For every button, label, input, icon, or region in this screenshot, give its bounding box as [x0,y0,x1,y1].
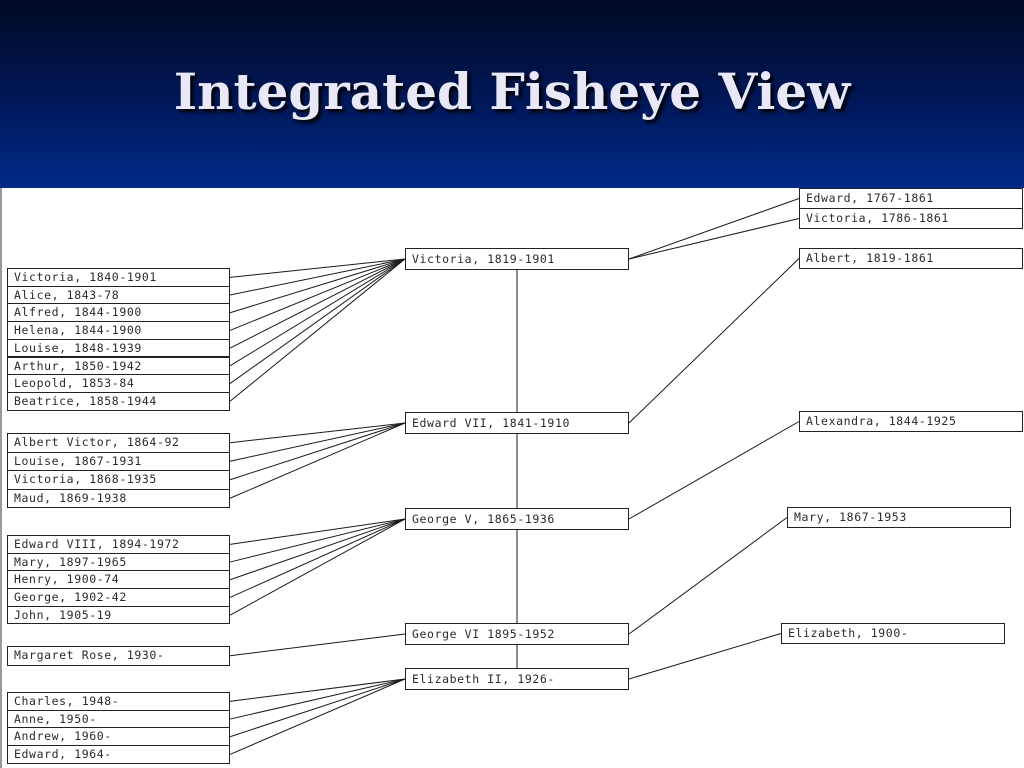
tree-links [229,198,800,755]
child-node-victoria-victoria-1840-1901[interactable]: Victoria, 1840-1901 [7,268,230,287]
child-link-george5-0 [229,518,406,545]
child-link-elizabeth2-1 [229,678,406,720]
child-node-elizabeth2-anne-1950[interactable]: Anne, 1950- [7,709,230,729]
child-node-victoria-alfred-1844-1900[interactable]: Alfred, 1844-1900 [7,303,230,323]
child-link-george5-3 [229,518,406,598]
main-node-victoria[interactable]: Victoria, 1819-1901 [405,248,629,270]
ancestor-link-mary-1867 [628,517,788,635]
child-node-george5-henry-1900-74[interactable]: Henry, 1900-74 [7,570,230,590]
ancestor-node-victoria-1786[interactable]: Victoria, 1786-1861 [799,208,1023,229]
child-link-elizabeth2-2 [229,678,406,738]
child-node-elizabeth2-edward-1964[interactable]: Edward, 1964- [7,745,230,764]
child-link-victoria-0 [229,258,406,278]
child-link-edward7-2 [229,422,406,481]
child-node-edward7-louise-1867-1931[interactable]: Louise, 1867-1931 [7,451,230,471]
child-link-edward7-3 [229,422,406,499]
child-link-george5-2 [229,518,406,581]
child-link-george5-1 [229,518,406,563]
child-node-george6-margaret-rose-1930[interactable]: Margaret Rose, 1930- [7,646,230,666]
child-node-victoria-beatrice-1858-1944[interactable]: Beatrice, 1858-1944 [7,391,230,411]
ancestor-node-alexandra[interactable]: Alexandra, 1844-1925 [799,411,1023,432]
child-node-edward7-maud-1869-1938[interactable]: Maud, 1869-1938 [7,488,230,508]
child-link-george5-4 [229,518,406,616]
child-link-elizabeth2-3 [229,678,406,755]
child-link-victoria-5 [229,258,406,367]
child-node-victoria-louise-1848-1939[interactable]: Louise, 1848-1939 [7,338,230,358]
ancestor-link-victoria-1786 [628,218,800,260]
slide-header: Integrated Fisheye View [0,0,1024,188]
child-link-victoria-4 [229,258,406,349]
child-node-edward7-victoria-1868-1935[interactable]: Victoria, 1868-1935 [7,470,230,490]
ancestor-link-edward-1767 [628,198,800,260]
child-node-george5-mary-1897-1965[interactable]: Mary, 1897-1965 [7,552,230,572]
child-node-george5-edward-viii-1894-1972[interactable]: Edward VIII, 1894-1972 [7,535,230,554]
child-link-victoria-1 [229,258,406,296]
main-node-elizabeth2[interactable]: Elizabeth II, 1926- [405,668,629,690]
slide-title: Integrated Fisheye View [173,62,851,121]
ancestor-node-elizabeth-1900[interactable]: Elizabeth, 1900- [781,623,1005,644]
child-link-edward7-0 [229,422,406,444]
child-node-george5-george-1902-42[interactable]: George, 1902-42 [7,588,230,607]
child-link-edward7-1 [229,422,406,462]
child-node-victoria-arthur-1850-1942[interactable]: Arthur, 1850-1942 [7,356,230,376]
main-node-george5[interactable]: George V, 1865-1936 [405,508,629,530]
child-node-elizabeth2-andrew-1960[interactable]: Andrew, 1960- [7,727,230,747]
child-link-victoria-3 [229,258,406,331]
ancestor-node-mary-1867[interactable]: Mary, 1867-1953 [787,507,1011,528]
child-link-victoria-6 [229,258,406,384]
ancestor-link-alexandra [628,421,800,520]
main-node-edward7[interactable]: Edward VII, 1841-1910 [405,412,629,434]
child-node-victoria-leopold-1853-84[interactable]: Leopold, 1853-84 [7,374,230,393]
child-link-george6-0 [229,633,406,657]
ancestor-node-albert[interactable]: Albert, 1819-1861 [799,248,1023,269]
child-link-victoria-7 [229,258,406,402]
child-link-victoria-2 [229,258,406,314]
child-node-george5-john-1905-19[interactable]: John, 1905-19 [7,605,230,625]
child-node-victoria-alice-1843-78[interactable]: Alice, 1843-78 [7,285,230,305]
child-node-victoria-helena-1844-1900[interactable]: Helena, 1844-1900 [7,321,230,340]
ancestor-link-elizabeth-1900 [628,633,782,680]
child-node-edward7-albert-victor-1864-92[interactable]: Albert Victor, 1864-92 [7,433,230,453]
main-node-george6[interactable]: George VI 1895-1952 [405,623,629,645]
child-node-elizabeth2-charles-1948[interactable]: Charles, 1948- [7,692,230,711]
child-link-elizabeth2-0 [229,678,406,702]
ancestor-link-albert [628,258,800,424]
ancestor-node-edward-1767[interactable]: Edward, 1767-1861 [799,188,1023,209]
